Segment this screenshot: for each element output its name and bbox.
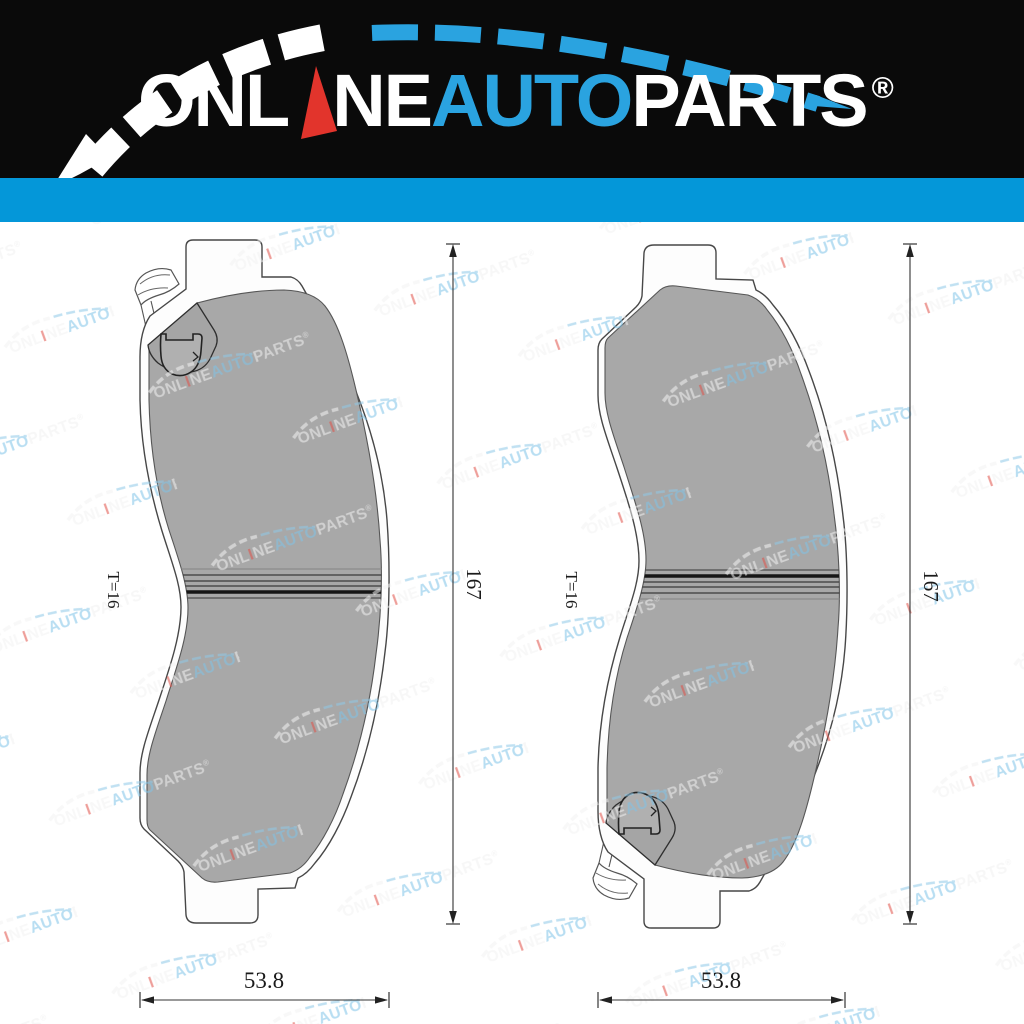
logo-seg-auto: AUTO — [431, 59, 633, 142]
watermark-overlay — [0, 222, 1024, 1024]
logo-seg-parts: PARTS — [631, 59, 868, 142]
brake-pad-diagram: ONLINEAUTOPARTS® ONLINEAUTOPARTS® — [0, 222, 1024, 1024]
dimension-arrow-up — [906, 244, 914, 257]
dimension-arrow-right — [375, 996, 388, 1004]
logo-seg-ne: NE — [332, 59, 433, 142]
dimension-left-height — [446, 243, 460, 925]
speedometer-arc-icon — [58, 22, 852, 178]
right-pad-width-label: 53.8 — [701, 968, 741, 993]
dimension-arrow-down — [449, 911, 457, 924]
dimension-right-height — [903, 243, 917, 925]
left-pad-width-label: 53.8 — [244, 968, 284, 993]
right-pad-thickness-label: T=16 — [562, 572, 581, 609]
speedometer-arc-white — [81, 22, 335, 177]
right-pad-height-label: 167 — [919, 570, 943, 602]
dimension-arrow-up — [449, 244, 457, 257]
logo-seg-onl: ONL — [138, 59, 290, 142]
left-pad-height-label: 167 — [462, 568, 486, 600]
speedometer-needle-icon — [301, 66, 337, 139]
dimension-arrow-down — [906, 911, 914, 924]
speedometer-arc-blue — [371, 24, 821, 112]
brand-header: ONL NEAUTOPARTS® — [0, 0, 1024, 178]
dimension-right-width — [597, 992, 846, 1008]
left-pad-thickness-label: T=16 — [104, 572, 123, 609]
dimension-arrow-left — [599, 996, 612, 1004]
speedometer-arc-tail — [814, 95, 852, 109]
dimension-arrow-left — [141, 996, 154, 1004]
dimension-left-width — [139, 992, 390, 1008]
registered-trademark-icon: ® — [871, 72, 894, 105]
divider-bar — [0, 178, 1024, 222]
dimension-arrow-right — [831, 996, 844, 1004]
